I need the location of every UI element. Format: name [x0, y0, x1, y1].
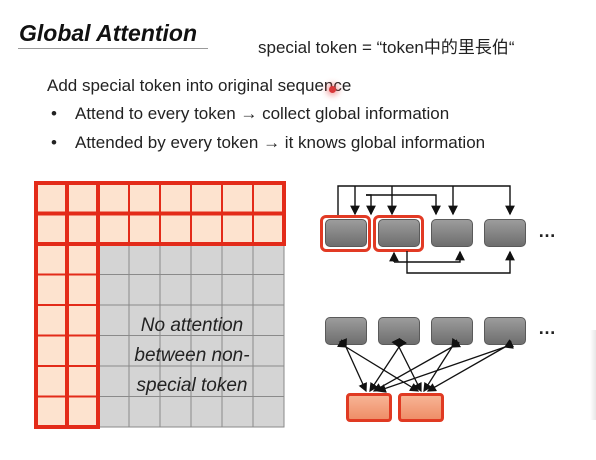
attention-cell [159, 396, 192, 428]
attention-arrow [372, 339, 462, 392]
bullet-text: Attend to every token → collect global i… [75, 104, 450, 123]
attention-cell-global [35, 182, 68, 215]
attention-cell-global [97, 212, 130, 245]
sequence-ellipsis: … [538, 221, 557, 241]
token-box [431, 317, 473, 345]
attention-cell [252, 396, 285, 428]
attention-cell [97, 243, 130, 275]
attention-cell-global [221, 182, 254, 215]
special-token-highlight [373, 215, 424, 252]
attention-arrow [394, 250, 465, 263]
token-box [484, 317, 526, 345]
bullet-text: Attended by every token → it knows globa… [75, 133, 486, 152]
attention-cell-global [66, 273, 99, 306]
attention-cell-global [252, 182, 285, 215]
attention-cell-global [35, 334, 68, 367]
bullet-item: • Attend to every token → collect global… [51, 104, 485, 133]
special-token-note: special token = “token中的里長伯“ [258, 38, 515, 57]
attention-cell-global [128, 212, 161, 245]
special-token-box [398, 393, 444, 422]
matrix-caption-line: No attention [140, 315, 244, 336]
token-box [431, 219, 473, 247]
global-attention-band [34, 211, 286, 246]
attention-cell-global [128, 182, 161, 215]
attention-arrow [376, 340, 514, 393]
attention-cell-global [97, 182, 130, 215]
attention-arrow [426, 339, 515, 392]
special-token-highlight [320, 215, 371, 252]
laser-pointer-dot [329, 86, 336, 93]
attention-cell-global [35, 273, 68, 306]
matrix-caption: No attention between non- special token [116, 311, 268, 401]
attention-cell [128, 396, 161, 428]
attention-cell-global [66, 395, 99, 428]
global-attention-band [34, 181, 286, 216]
sequence-ellipsis: … [538, 318, 557, 338]
title-underline [18, 48, 208, 49]
attention-cell-global [66, 243, 99, 276]
attention-cell-global [66, 182, 99, 215]
attention-arrow [423, 337, 461, 393]
attention-cell-global [66, 365, 99, 398]
attention-cell-global [190, 182, 223, 215]
attention-cell [221, 243, 254, 275]
attention-cell-global [35, 212, 68, 245]
attention-arrow [338, 338, 367, 393]
intro-text: Add special token into original sequence [47, 76, 352, 95]
attention-arrow [336, 339, 420, 392]
attention-arrow [366, 194, 376, 216]
attention-cell [190, 396, 223, 428]
attention-cell-global [252, 212, 285, 245]
attention-cell-global [159, 212, 192, 245]
attention-cell [190, 274, 223, 306]
attention-arrow [391, 337, 422, 393]
attention-cell-global [66, 304, 99, 337]
attention-cell-global [35, 365, 68, 398]
attention-cell-global [190, 212, 223, 245]
token-box [378, 219, 420, 247]
attention-cell [252, 243, 285, 275]
special-token-box [346, 393, 392, 422]
token-box [325, 317, 367, 345]
attention-cell [97, 274, 130, 306]
attention-cell-global [66, 212, 99, 245]
attention-cell [128, 274, 161, 306]
token-box [325, 219, 367, 247]
global-attention-band [34, 181, 69, 429]
attention-arrow [406, 250, 515, 274]
token-box [378, 317, 420, 345]
attention-cell [252, 274, 285, 306]
attention-cell [97, 396, 130, 428]
attention-cell-global [221, 212, 254, 245]
token-box [484, 219, 526, 247]
global-attention-band [65, 181, 100, 429]
attention-cell-global [35, 304, 68, 337]
matrix-caption-line: special token [136, 375, 248, 396]
attention-cell [159, 274, 192, 306]
bullet-dot: • [51, 133, 57, 152]
window-edge-shadow [590, 330, 596, 420]
attention-cell [221, 274, 254, 306]
attention-arrow [366, 194, 441, 216]
bullet-dot: • [51, 104, 57, 123]
bullet-item: • Attended by every token → it knows glo… [51, 133, 485, 162]
matrix-caption-line: between non- [134, 345, 250, 366]
slide-title: Global Attention [19, 20, 198, 46]
attention-cell-global [35, 243, 68, 276]
attention-cell [221, 396, 254, 428]
attention-cell-global [159, 182, 192, 215]
bullet-list: • Attend to every token → collect global… [51, 104, 485, 162]
attention-cell [190, 243, 223, 275]
attention-cell [159, 243, 192, 275]
attention-arrow [337, 185, 515, 216]
attention-cell-global [35, 395, 68, 428]
attention-cell [128, 243, 161, 275]
attention-arrow [369, 337, 408, 393]
attention-cell-global [66, 334, 99, 367]
